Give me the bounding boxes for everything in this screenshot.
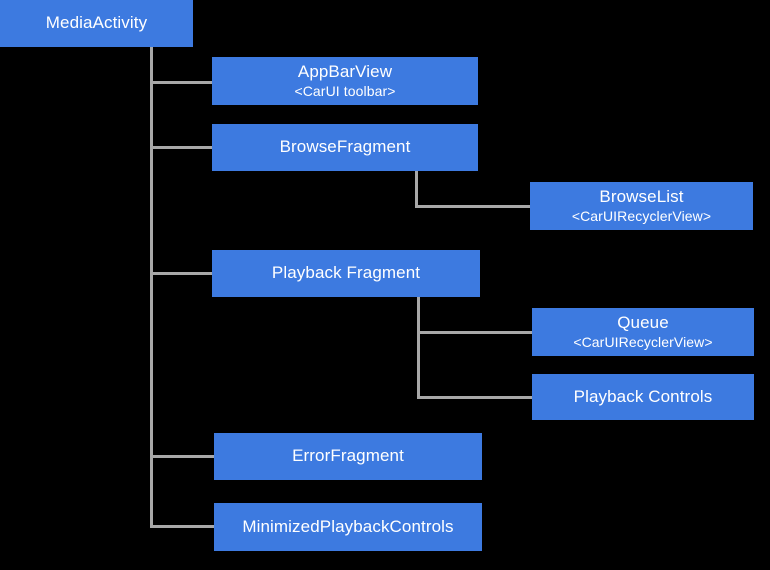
- edge-trunk-to-minimized-playback-controls: [150, 525, 214, 528]
- edge-playback-fragment-to-queue: [417, 331, 533, 334]
- node-playback-fragment-title: Playback Fragment: [271, 263, 421, 283]
- node-playback-fragment[interactable]: Playback Fragment: [212, 250, 480, 297]
- node-error-fragment[interactable]: ErrorFragment: [214, 433, 482, 480]
- node-browse-list-title: BrowseList: [599, 187, 684, 207]
- edge-trunk-to-browse-fragment: [150, 146, 214, 149]
- edge-playback-fragment-drop: [417, 297, 420, 399]
- node-app-bar-view-subtitle: <CarUI toolbar>: [294, 83, 396, 100]
- edge-trunk-to-error-fragment: [150, 455, 214, 458]
- node-playback-controls-title: Playback Controls: [573, 386, 713, 406]
- node-minimized-playback-controls-title: MinimizedPlaybackControls: [242, 516, 454, 536]
- node-error-fragment-title: ErrorFragment: [292, 446, 404, 466]
- node-browse-fragment[interactable]: BrowseFragment: [212, 124, 478, 171]
- edge-trunk-main: [150, 47, 153, 528]
- node-browse-fragment-title: BrowseFragment: [279, 137, 411, 157]
- node-browse-list[interactable]: BrowseList <CarUIRecyclerView>: [530, 182, 753, 230]
- node-media-activity-title: MediaActivity: [45, 13, 148, 33]
- node-app-bar-view-title: AppBarView: [297, 62, 393, 82]
- edge-trunk-to-playback-fragment: [150, 272, 214, 275]
- edge-browse-fragment-drop: [415, 171, 418, 208]
- edge-playback-fragment-to-playback-controls: [417, 396, 533, 399]
- node-queue[interactable]: Queue <CarUIRecyclerView>: [532, 308, 754, 356]
- node-minimized-playback-controls[interactable]: MinimizedPlaybackControls: [214, 503, 482, 551]
- edge-browse-fragment-to-browse-list: [415, 205, 533, 208]
- node-queue-title: Queue: [617, 313, 669, 333]
- node-queue-subtitle: <CarUIRecyclerView>: [573, 334, 713, 351]
- node-media-activity[interactable]: MediaActivity: [0, 0, 193, 47]
- node-playback-controls[interactable]: Playback Controls: [532, 374, 754, 420]
- node-browse-list-subtitle: <CarUIRecyclerView>: [571, 208, 712, 225]
- edge-trunk-to-app-bar-view: [150, 81, 214, 84]
- node-app-bar-view[interactable]: AppBarView <CarUI toolbar>: [212, 57, 478, 105]
